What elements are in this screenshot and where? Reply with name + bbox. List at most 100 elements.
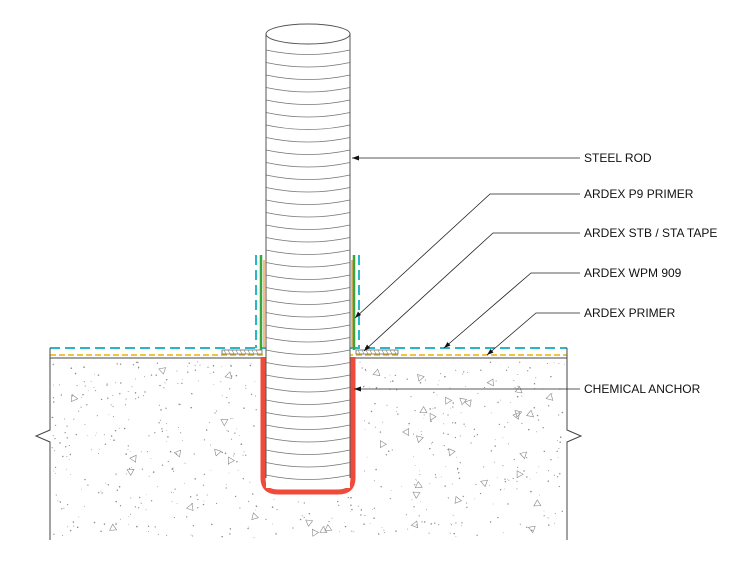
concrete-speck bbox=[234, 432, 236, 434]
aggregate-triangle bbox=[519, 451, 528, 460]
concrete-speck bbox=[212, 371, 215, 373]
concrete-speck bbox=[83, 366, 85, 368]
aggregate-triangle bbox=[305, 519, 314, 527]
concrete-speck bbox=[423, 414, 425, 416]
concrete-speck bbox=[550, 375, 552, 378]
concrete-speck bbox=[483, 466, 485, 468]
concrete-speck bbox=[227, 430, 229, 432]
concrete-speck bbox=[479, 492, 482, 495]
concrete-speck bbox=[554, 522, 555, 524]
concrete-speck bbox=[55, 494, 57, 496]
concrete-speck bbox=[75, 433, 78, 436]
concrete-speck bbox=[150, 458, 152, 459]
concrete-speck bbox=[127, 448, 129, 450]
concrete-speck bbox=[104, 443, 107, 445]
concrete-speck bbox=[273, 498, 275, 500]
concrete-speck bbox=[450, 407, 452, 409]
concrete-speck bbox=[275, 533, 277, 535]
concrete-speck bbox=[66, 425, 68, 427]
concrete-speck bbox=[97, 374, 100, 376]
concrete-speck bbox=[248, 526, 250, 528]
concrete-speck bbox=[553, 362, 555, 364]
concrete-speck bbox=[196, 494, 198, 496]
concrete-speck bbox=[119, 505, 122, 507]
concrete-speck bbox=[254, 380, 256, 382]
concrete-speck bbox=[420, 501, 421, 502]
concrete-speck bbox=[413, 456, 414, 457]
concrete-speck bbox=[100, 490, 102, 492]
concrete-speck bbox=[187, 365, 189, 367]
concrete-speck bbox=[187, 371, 189, 373]
concrete-speck bbox=[132, 364, 135, 366]
thread-line bbox=[265, 212, 351, 218]
concrete-speck bbox=[174, 488, 176, 490]
concrete-speck bbox=[351, 508, 353, 511]
concrete-speck bbox=[536, 414, 539, 417]
concrete-speck bbox=[454, 422, 457, 424]
concrete-speck bbox=[415, 524, 417, 526]
concrete-speck bbox=[63, 418, 65, 420]
concrete-speck bbox=[301, 515, 303, 517]
concrete-speck bbox=[119, 363, 122, 365]
concrete-speck bbox=[184, 483, 185, 484]
concrete-speck bbox=[452, 514, 454, 516]
concrete-speck bbox=[429, 483, 431, 485]
thread-line bbox=[265, 299, 351, 305]
concrete-speck bbox=[197, 507, 199, 509]
concrete-speck bbox=[513, 458, 515, 461]
concrete-speck bbox=[106, 383, 108, 385]
concrete-speck bbox=[53, 533, 55, 535]
concrete-speck bbox=[202, 503, 205, 506]
thread-line bbox=[265, 137, 351, 143]
concrete-speck bbox=[433, 391, 435, 394]
concrete-speck bbox=[252, 493, 254, 495]
concrete-speck bbox=[504, 480, 507, 483]
concrete-speck bbox=[392, 380, 394, 382]
concrete-speck bbox=[547, 480, 550, 482]
concrete-speck bbox=[210, 444, 212, 446]
concrete-speck bbox=[459, 435, 461, 437]
concrete-speck bbox=[191, 392, 193, 395]
concrete-speck bbox=[141, 468, 144, 470]
concrete-speck bbox=[127, 445, 129, 447]
aggregate-triangle bbox=[417, 374, 425, 382]
aggregate-triangle bbox=[526, 409, 534, 418]
concrete-speck bbox=[494, 439, 496, 441]
concrete-speck bbox=[435, 476, 437, 478]
upstand-layers bbox=[255, 255, 360, 350]
thread-line bbox=[265, 449, 351, 455]
concrete-speck bbox=[139, 496, 141, 499]
concrete-speck bbox=[171, 501, 173, 503]
concrete-speck bbox=[521, 423, 523, 425]
concrete-speck bbox=[458, 477, 461, 480]
concrete-speck bbox=[497, 476, 499, 478]
concrete-speck bbox=[203, 473, 206, 476]
concrete-speck bbox=[110, 404, 112, 406]
concrete-speck bbox=[147, 525, 150, 527]
concrete-speck bbox=[69, 529, 72, 532]
concrete-speck bbox=[513, 379, 515, 382]
aggregate-triangle bbox=[414, 481, 423, 489]
concrete-speck bbox=[421, 434, 423, 436]
concrete-speck bbox=[96, 415, 98, 417]
concrete-speck bbox=[116, 489, 119, 491]
concrete-speck bbox=[456, 467, 459, 470]
concrete-speck bbox=[360, 509, 363, 511]
concrete-speck bbox=[530, 490, 532, 493]
concrete-speck bbox=[95, 432, 97, 434]
concrete-speck bbox=[161, 428, 163, 430]
concrete-speck bbox=[86, 404, 88, 406]
concrete-speck bbox=[490, 450, 493, 452]
aggregate-triangle bbox=[459, 397, 468, 406]
concrete-speck bbox=[172, 467, 174, 469]
concrete-speck bbox=[197, 498, 199, 501]
concrete-speck bbox=[192, 525, 194, 527]
concrete-speck bbox=[249, 481, 251, 483]
concrete-speck bbox=[176, 503, 178, 505]
concrete-speck bbox=[87, 390, 89, 391]
concrete-speck bbox=[543, 510, 545, 512]
concrete-speck bbox=[225, 487, 227, 489]
concrete-speck bbox=[508, 479, 510, 481]
concrete-speck bbox=[434, 522, 436, 524]
concrete-speck bbox=[484, 405, 486, 408]
